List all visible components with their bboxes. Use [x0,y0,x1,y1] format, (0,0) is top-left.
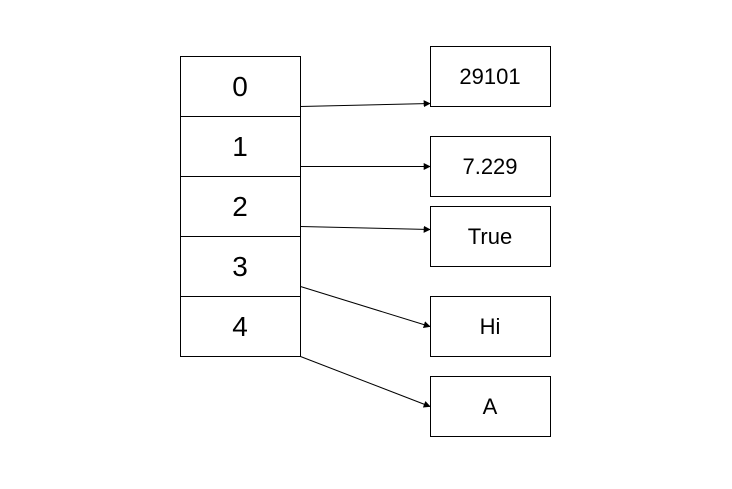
value-box-label: 29101 [459,64,520,89]
reference-arrow-3-to-3 [300,286,431,328]
value-box-label: Hi [480,314,501,339]
reference-arrows [300,100,431,408]
value-box-1: 7.229 [430,136,551,197]
index-cell-box [180,236,301,297]
value-box-4: A [430,376,551,437]
index-cell-box [180,56,301,117]
reference-arrow-4-to-4 [300,356,431,408]
value-box-label: A [483,394,498,419]
index-cell-label: 3 [232,251,248,282]
value-box-rect [430,136,551,197]
index-cell-box [180,116,301,177]
index-cell-label: 1 [232,131,248,162]
value-box-0: 29101 [430,46,551,107]
index-cell-box [180,296,301,357]
value-box-2: True [430,206,551,267]
index-cell-1: 1 [180,116,301,177]
index-cell-2: 2 [180,176,301,237]
index-cell-label: 0 [232,71,248,102]
value-box-rect [430,206,551,267]
index-column: 0 1 2 3 4 [180,56,301,357]
value-box-label: True [468,224,512,249]
index-cell-3: 3 [180,236,301,297]
value-box-3: Hi [430,296,551,357]
value-box-label: 7.229 [462,154,517,179]
index-cell-label: 4 [232,311,248,342]
index-cell-label: 2 [232,191,248,222]
index-cell-0: 0 [180,56,301,117]
index-cell-box [180,176,301,237]
reference-arrow-0-to-0 [300,100,431,108]
value-box-rect [430,46,551,107]
reference-arrow-2-to-2 [300,225,431,233]
value-box-rect [430,376,551,437]
index-cell-4: 4 [180,296,301,357]
